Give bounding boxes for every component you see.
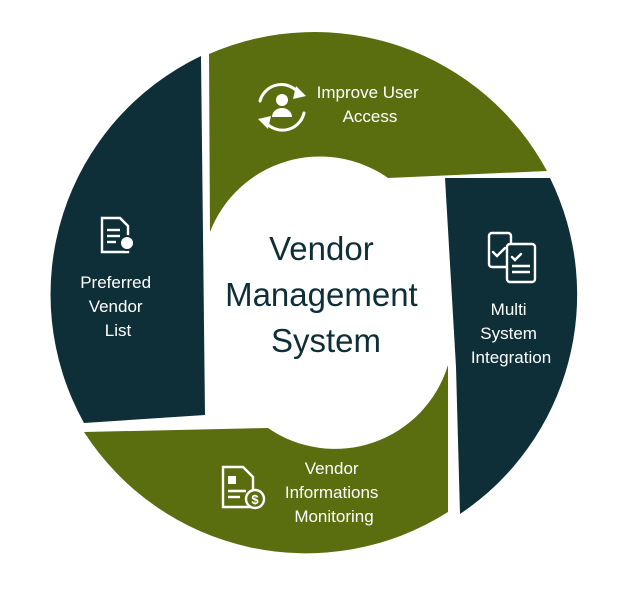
refresh-user-icon (258, 83, 306, 132)
segment-left-line-3: List (105, 321, 132, 340)
segment-bottom (84, 365, 448, 554)
segment-top-line-1: Improve User (317, 83, 419, 102)
document-user-icon (100, 216, 135, 254)
segment-bottom-line-3: Monitoring (294, 507, 373, 526)
segment-left-line-2: Vendor (89, 297, 143, 316)
segment-bottom-line-2: Informations (285, 483, 379, 502)
segment-bottom-label: Vendor Informations Monitoring (285, 459, 383, 526)
center-title: Vendor Management System (225, 230, 427, 359)
segment-right-line-1: Multi (491, 300, 527, 319)
document-dollar-icon: $ (221, 465, 266, 510)
center-line-1: Vendor (269, 230, 374, 267)
segment-top-line-2: Access (343, 107, 398, 126)
segment-right (445, 178, 578, 514)
center-disc (209, 177, 443, 411)
devices-icon (487, 231, 537, 284)
svg-text:$: $ (251, 492, 259, 507)
segment-right-line-2: System (480, 324, 537, 343)
center-line-2: Management (225, 276, 418, 313)
segment-right-line-3: Integration (471, 348, 551, 367)
segment-top-label: Improve User Access (317, 83, 424, 126)
segment-left-label: Preferred Vendor List (80, 273, 156, 340)
segment-left-line-1: Preferred (80, 273, 151, 292)
segment-right-label: Multi System Integration (471, 300, 551, 367)
center-line-3: System (271, 322, 381, 359)
segment-top (209, 32, 547, 233)
segment-bottom-line-1: Vendor (305, 459, 359, 478)
outer-ring (50, 32, 578, 554)
